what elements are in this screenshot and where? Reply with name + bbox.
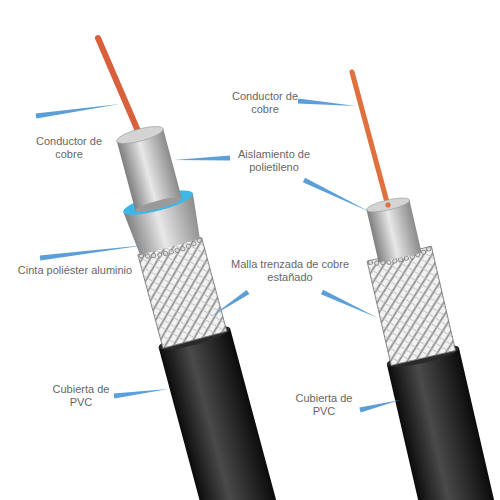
leader-wedge [36,104,120,118]
leader-wedge [359,400,400,412]
leader-wedge [298,99,356,106]
leader-wedge [321,290,378,318]
part-label: Conductor de cobre [28,135,110,161]
leader-wedge [303,178,370,212]
right-cable [351,192,500,500]
leader-wedge [40,245,146,260]
leader-wedge [212,290,249,316]
part-label: Conductor de cobre [222,90,308,116]
part-label: Cubierta de PVC [45,383,117,409]
copper-wire [352,72,388,206]
left-cable [103,120,287,500]
part-label: Cubierta de PVC [285,392,363,418]
part-label: Cinta poliéster aluminio [8,264,142,277]
copper-wire [98,38,141,138]
leader-wedge [114,389,168,398]
part-label: Malla trenzada de cobre estañado [228,258,352,284]
leader-wedge [174,156,230,161]
part-label: Aislamiento de polietileno [225,148,323,174]
